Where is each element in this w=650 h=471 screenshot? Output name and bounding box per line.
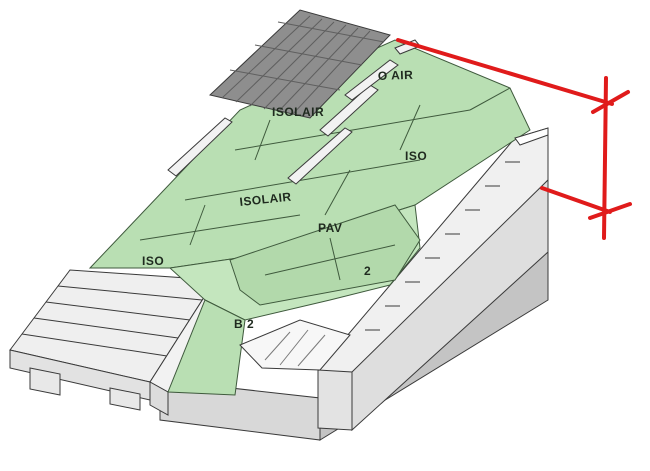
eave-beam-front <box>351 178 549 432</box>
eave-beam-side <box>317 369 353 431</box>
wall-top <box>514 127 549 146</box>
label-pav: PAV <box>318 221 342 235</box>
roof-tiles <box>208 9 391 119</box>
label-top-right: O AIR <box>378 68 414 83</box>
insulation-joints <box>139 87 511 246</box>
floor-stand <box>29 367 61 396</box>
label-upper-middle: ISOLAIR <box>272 105 324 119</box>
dimension-leader-bottom <box>540 186 612 214</box>
dimension-tick-top <box>591 90 630 114</box>
label-right-panel: ISO <box>405 149 427 163</box>
dimension-leader-top <box>396 38 614 106</box>
dimension-tick-bottom <box>588 202 632 220</box>
floor-stand-2 <box>109 387 141 411</box>
label-lower-panel: 2 <box>364 264 371 278</box>
eave-joists <box>365 161 520 331</box>
insulation-under-floor <box>167 299 246 396</box>
floor-board-lines <box>21 285 203 357</box>
label-bottom: B 2 <box>234 317 254 331</box>
lower-panel-joints <box>264 237 396 281</box>
label-left: ISO <box>142 254 164 268</box>
interior-hatch <box>264 329 326 367</box>
label-center: ISOLAIR <box>239 190 292 209</box>
post-front <box>149 381 169 416</box>
insulation-lower-panel <box>229 204 421 306</box>
dimension-indicator <box>396 38 632 240</box>
